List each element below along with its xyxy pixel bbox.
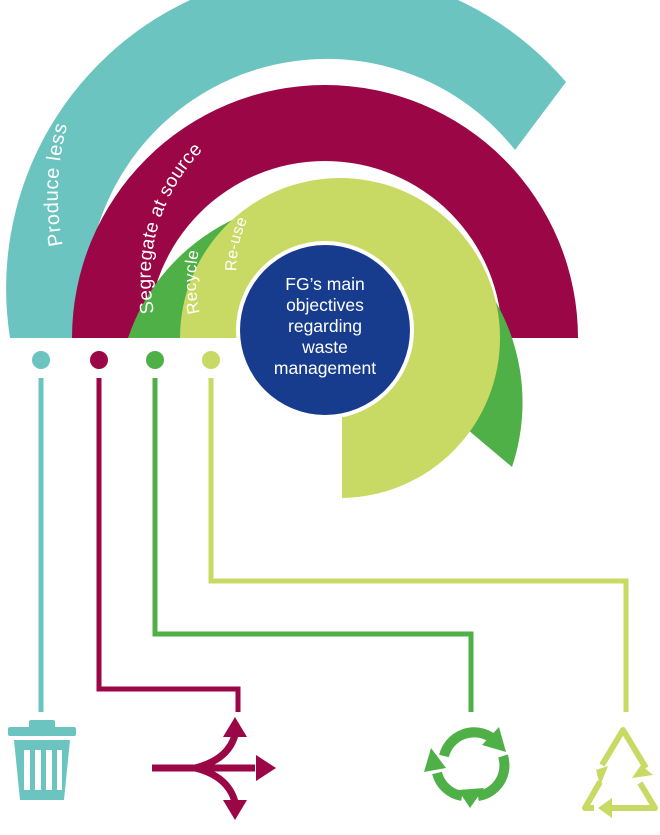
- center-circle-fill: [240, 245, 410, 415]
- dot-produce-less: [32, 351, 50, 369]
- center-line: FG’s main: [285, 273, 365, 294]
- center-line: waste: [302, 336, 348, 357]
- recycling-triangle-icon: [582, 727, 658, 818]
- center-title: FG’s main objectives regarding waste man…: [240, 256, 410, 396]
- center-line: management: [273, 357, 377, 378]
- center-line: regarding: [288, 315, 362, 336]
- dot-segregate-at-source: [90, 351, 108, 369]
- connector-re-use: [208, 378, 629, 712]
- dot-recycle: [146, 351, 164, 369]
- split-arrows-icon: [152, 717, 276, 820]
- arc-segregate-at-source: [72, 85, 578, 338]
- arc-produce-less: [6, 0, 566, 338]
- connector-segregate-at-source: [96, 378, 241, 712]
- trash-bin-icon: [8, 720, 76, 800]
- connector-recycle: [152, 378, 474, 712]
- dot-re-use: [202, 351, 220, 369]
- recycle-arrows-icon: [424, 727, 510, 808]
- center-line: objectives: [286, 294, 364, 315]
